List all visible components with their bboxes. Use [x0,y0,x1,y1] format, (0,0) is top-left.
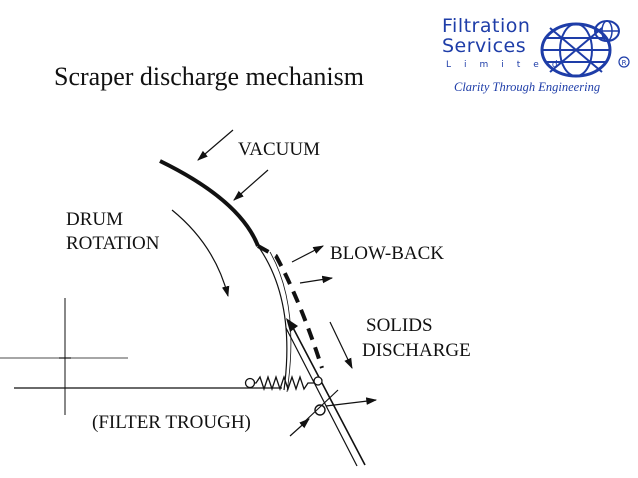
arrow-drum-rotation [171,209,230,298]
label-vacuum: VACUUM [238,139,321,160]
svg-text:R: R [622,59,627,67]
drum-outline [257,245,288,391]
arrow-solids-discharge [329,321,353,369]
spring-anchor [313,376,323,386]
arrow-trough-up [289,418,310,437]
label-blow-back: BLOW-BACK [330,243,444,264]
globe-icon: R [540,20,630,78]
company-logo: Filtration Services Limited R Clarity Th… [436,12,632,98]
logo-word-limited: Limited [446,60,571,70]
filter-cloth-inner [269,251,292,393]
label-solids: SOLIDS [366,315,433,336]
scraper-blade-outer [289,321,366,466]
slide-title: Scraper discharge mechanism [54,62,364,91]
scraper-blade-inner [285,327,358,467]
arrow-vacuum-1 [197,129,234,161]
spring-eye [244,377,256,389]
blow-back-cloth [257,244,324,369]
label-rotation: ROTATION [66,233,160,254]
drum-surface [159,159,260,247]
logo-word-filtration: Filtration [442,15,531,37]
logo-word-services: Services [442,35,527,57]
label-discharge: DISCHARGE [362,340,471,361]
label-drum: DRUM [66,209,124,230]
arrow-blow-back-1 [291,245,324,263]
pivot-pin [314,404,326,416]
scraper-tip [286,318,298,332]
logo-tagline: Clarity Through Engineering [454,80,601,94]
scraper-arm [301,389,339,425]
label-filter-trough: (FILTER TROUGH) [92,412,251,433]
arrow-vacuum-2 [233,169,269,201]
tension-spring [248,374,318,392]
arrow-blow-back-2 [299,275,334,284]
